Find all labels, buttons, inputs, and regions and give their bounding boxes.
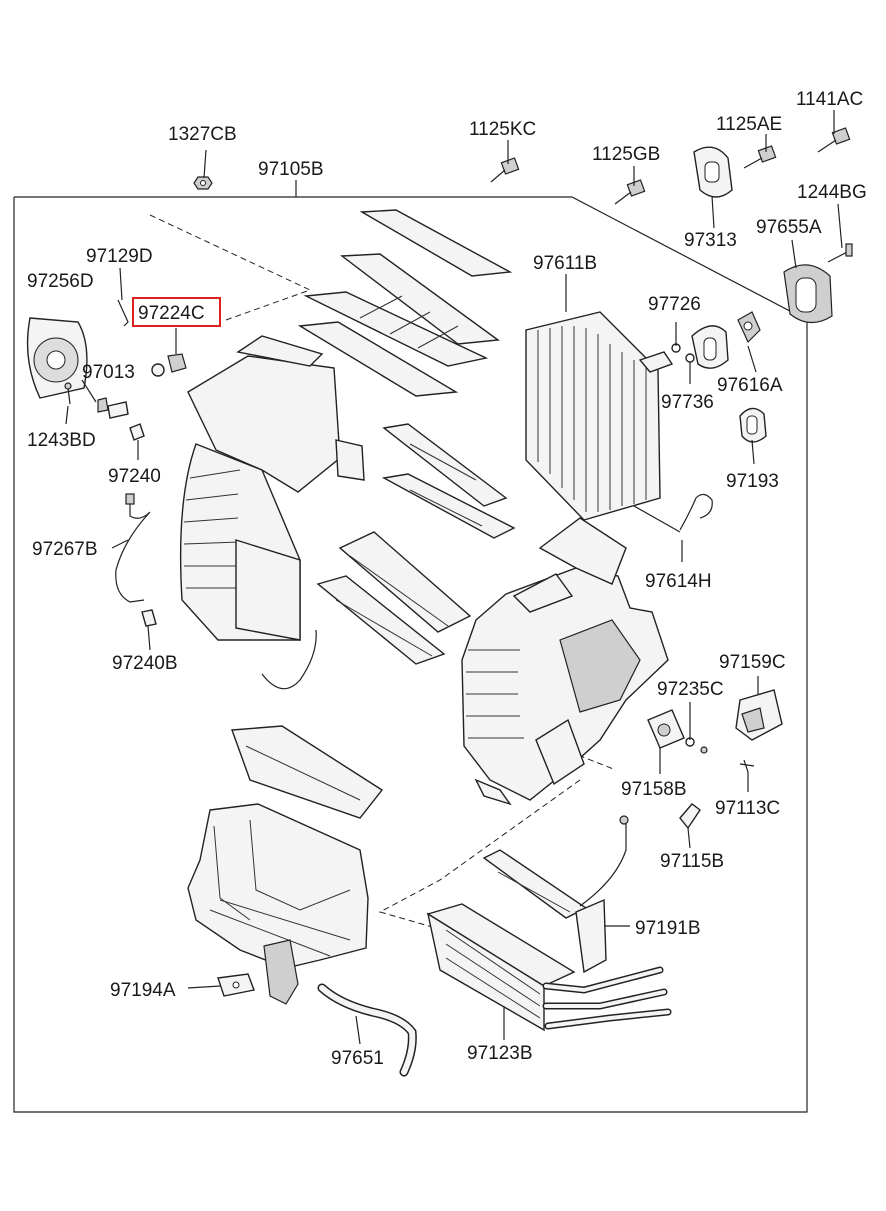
label-97726[interactable]: 97726	[648, 294, 701, 315]
label-1244BG[interactable]: 1244BG	[797, 182, 867, 203]
label-97159C[interactable]: 97159C	[719, 652, 786, 673]
drain-wire	[261, 629, 317, 690]
label-97651[interactable]: 97651	[331, 1048, 384, 1069]
label-1327CB[interactable]: 1327CB	[168, 124, 237, 145]
part-highlight-box	[132, 297, 221, 327]
label-97123B[interactable]: 97123B	[467, 1043, 533, 1064]
part-97191B-heater-door[interactable]	[482, 815, 629, 974]
part-97129D-clip[interactable]	[117, 299, 129, 327]
label-97113C[interactable]: 97113C	[715, 798, 780, 819]
part-1243BD-screw[interactable]	[64, 382, 72, 405]
part-1125GB-bolt[interactable]	[614, 179, 646, 205]
evaporator-gasket[interactable]	[691, 325, 729, 369]
label-97267B[interactable]: 97267B	[32, 539, 98, 560]
part-97616A-valve[interactable]	[737, 311, 761, 344]
label-97193[interactable]: 97193	[726, 471, 779, 492]
floor-duct-cover[interactable]	[231, 725, 384, 819]
blower-unit-case[interactable]	[179, 335, 365, 641]
part-1125AE-bolt[interactable]	[743, 145, 777, 169]
part-97267B-cable[interactable]	[115, 493, 151, 603]
part-1125KC-bolt[interactable]	[490, 157, 520, 183]
part-1141AC-bolt[interactable]	[817, 127, 851, 153]
label-1125AE[interactable]: 1125AE	[716, 114, 782, 135]
part-97159C-actuator[interactable]	[735, 689, 783, 741]
part-97651-drain-hose[interactable]	[317, 983, 417, 1077]
label-1141AC[interactable]: 1141AC	[796, 89, 863, 110]
label-97614H[interactable]: 97614H	[645, 571, 712, 592]
part-97193-seal[interactable]	[739, 407, 767, 443]
label-1243BD[interactable]: 1243BD	[27, 430, 96, 451]
part-97256D-motor[interactable]	[26, 317, 88, 399]
label-97611B[interactable]: 97611B	[533, 253, 597, 274]
part-97240B-clip[interactable]	[141, 609, 157, 627]
label-97158B[interactable]: 97158B	[621, 779, 687, 800]
label-97194A[interactable]: 97194A	[110, 980, 176, 1001]
leader-lines	[65, 110, 843, 1045]
part-97123B-heater-core[interactable]	[426, 903, 672, 1032]
label-1125KC[interactable]: 1125KC	[469, 119, 536, 140]
part-97655A-seal[interactable]	[783, 264, 833, 324]
label-97105B[interactable]: 97105B	[258, 159, 324, 180]
part-97194A-gasket[interactable]	[217, 973, 255, 997]
part-97313-bracket[interactable]	[693, 146, 733, 198]
part-97240-lever[interactable]	[129, 423, 145, 441]
lower-case-housing[interactable]	[187, 803, 369, 1005]
part-97158B-actuator[interactable]	[647, 709, 685, 749]
heater-unit-case[interactable]	[461, 517, 669, 806]
part-97611B-evaporator[interactable]	[525, 311, 674, 521]
label-97240[interactable]: 97240	[108, 466, 161, 487]
label-97256D[interactable]: 97256D	[27, 271, 94, 292]
part-97736-oring[interactable]	[685, 353, 695, 363]
label-97224C[interactable]: 97224C	[138, 303, 205, 324]
assembly-frame	[13, 196, 808, 1113]
label-97191B[interactable]: 97191B	[635, 918, 701, 939]
part-97235C-gear[interactable]	[685, 737, 708, 754]
air-filter-frames[interactable]	[297, 209, 513, 397]
label-97013[interactable]: 97013	[82, 362, 135, 383]
label-97736[interactable]: 97736	[661, 392, 714, 413]
label-97313[interactable]: 97313	[684, 230, 737, 251]
label-97115B[interactable]: 97115B	[660, 851, 724, 872]
label-1125GB[interactable]: 1125GB	[592, 144, 660, 165]
label-97616A[interactable]: 97616A	[717, 375, 783, 396]
part-97013-actuator[interactable]	[97, 397, 129, 419]
mode-doors-group[interactable]	[316, 423, 516, 665]
label-97240B[interactable]: 97240B	[112, 653, 178, 674]
part-97113C-screw[interactable]	[739, 759, 755, 773]
label-97129D[interactable]: 97129D	[86, 246, 153, 267]
guide-line	[378, 779, 581, 933]
part-97115B-lever[interactable]	[679, 803, 701, 830]
part-1327CB-nut[interactable]	[193, 176, 213, 190]
part-97614H-sensor[interactable]	[633, 493, 713, 533]
part-1244BG-bolt[interactable]	[827, 243, 853, 263]
label-97235C[interactable]: 97235C	[657, 679, 724, 700]
label-97655A[interactable]: 97655A	[756, 217, 822, 238]
part-97224C-sensor[interactable]	[151, 353, 187, 377]
